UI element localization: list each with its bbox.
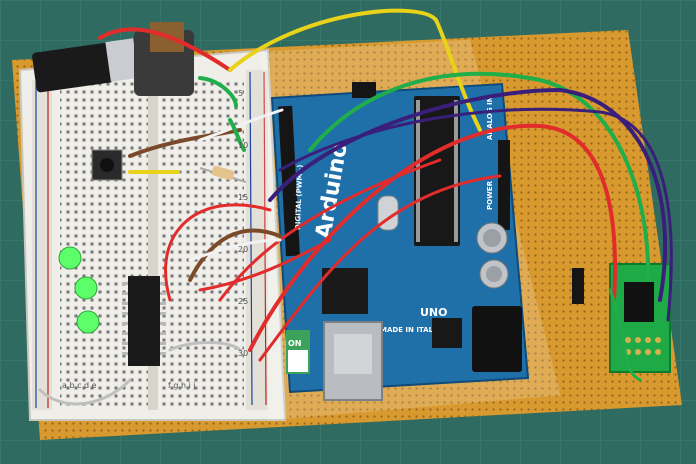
bb-row-number: 20 [238, 245, 248, 254]
led-green [58, 246, 82, 270]
resistor [199, 165, 247, 183]
bb-column-letters: f g h i j [168, 381, 196, 390]
bb-row-number: 15 [238, 193, 248, 202]
arduino-board: DIGITAL (PWM~) POWER ANALOG IN Arduino U… [270, 82, 530, 401]
digital-header-label: DIGITAL (PWM~) [294, 164, 304, 230]
pin-header-strip [572, 268, 584, 304]
power-jack [472, 306, 522, 372]
bb-row-number: 25 [238, 297, 248, 306]
atmega-chip [414, 96, 460, 246]
led-green [74, 276, 98, 300]
bb-row-number: 10 [238, 141, 248, 150]
analog-header-label: ANALOG IN [486, 96, 494, 140]
voltage-regulator [432, 318, 462, 348]
shift-register-chip [122, 276, 166, 366]
made-in-label: MADE IN ITALY [380, 326, 438, 334]
usb-chip [322, 268, 368, 314]
bb-column-letters-left: a b c d e [62, 381, 97, 390]
potentiometer [32, 22, 194, 96]
bb-row-number: 30 [238, 349, 248, 358]
led-group [58, 246, 100, 334]
led-green [76, 310, 100, 334]
power-header [498, 140, 510, 230]
power-header-label: POWER [486, 180, 494, 210]
icsp-header [352, 82, 376, 98]
bb-row-number: 5 [238, 89, 243, 98]
on-label: ON [288, 339, 302, 348]
jumper-wires [38, 8, 673, 406]
arduino-model: UNO [420, 306, 448, 319]
